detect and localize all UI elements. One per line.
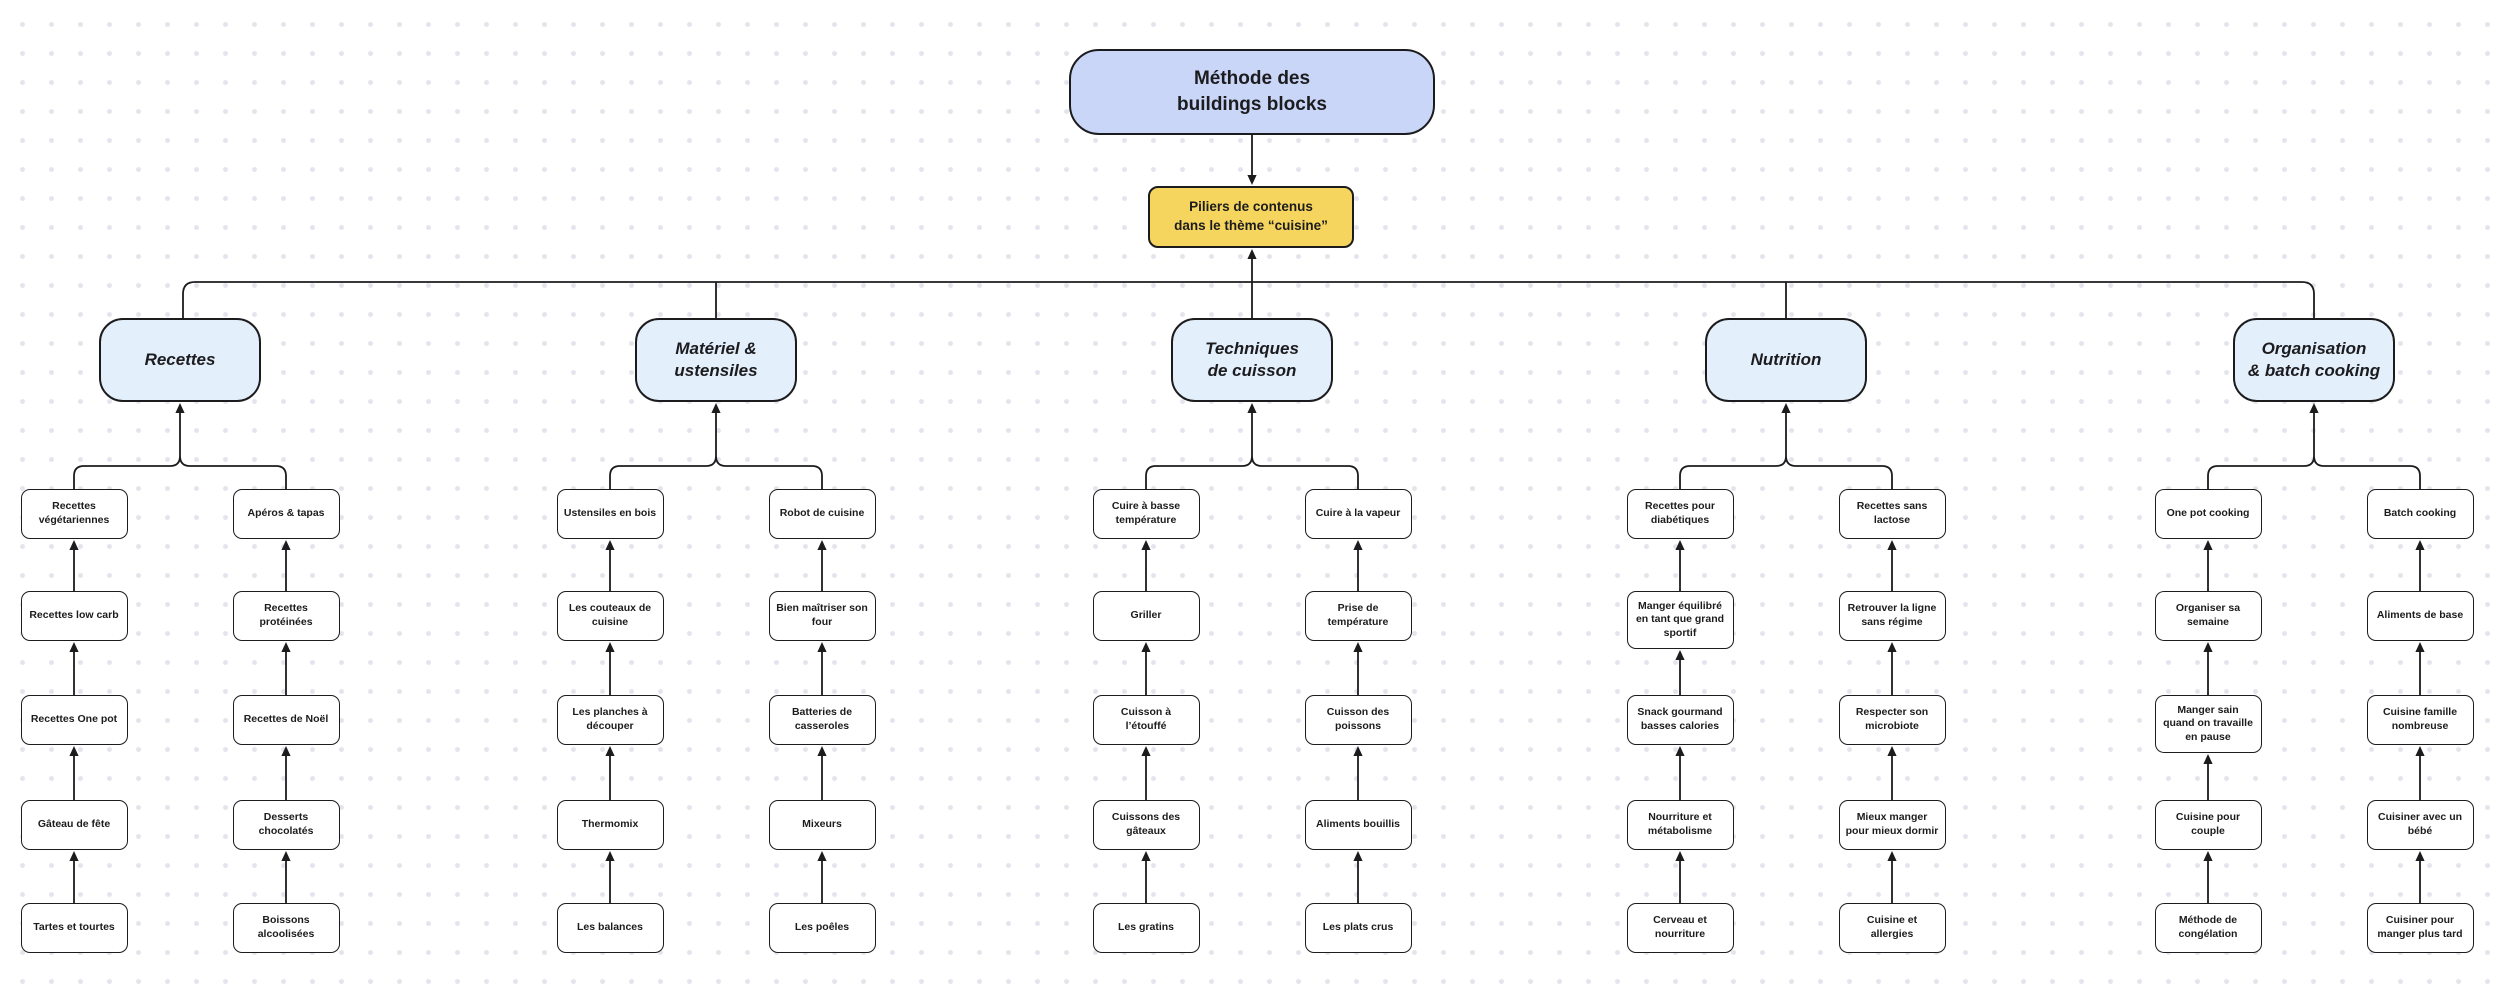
leaf-node-techniques-cuisson-1-1[interactable]: Prise de température	[1304, 591, 1412, 641]
leaf-node-recettes-0-1[interactable]: Recettes low carb	[20, 591, 128, 641]
leaf-node-materiel-ustensiles-1-3[interactable]: Mixeurs	[768, 800, 876, 850]
branch-node-nutrition[interactable]: Nutrition	[1705, 318, 1867, 402]
leaf-node-nutrition-1-3[interactable]: Mieux manger pour mieux dormir	[1838, 800, 1946, 850]
leaf-node-nutrition-0-1[interactable]: Manger équilibré en tant que grand sport…	[1626, 591, 1734, 649]
leaf-node-nutrition-0-0[interactable]: Recettes pour diabétiques	[1626, 489, 1734, 539]
leaf-node-materiel-ustensiles-0-2[interactable]: Les planches à découper	[556, 695, 664, 745]
leaf-node-organisation-batch-cooking-0-3[interactable]: Cuisine pour couple	[2154, 800, 2262, 850]
leaf-node-techniques-cuisson-1-4[interactable]: Les plats crus	[1304, 903, 1412, 953]
leaf-node-materiel-ustensiles-1-1[interactable]: Bien maîtriser son four	[768, 591, 876, 641]
leaf-node-recettes-0-2[interactable]: Recettes One pot	[20, 695, 128, 745]
branch-node-recettes[interactable]: Recettes	[99, 318, 261, 402]
leaf-node-organisation-batch-cooking-1-4[interactable]: Cuisiner pour manger plus tard	[2366, 903, 2474, 953]
leaf-node-nutrition-0-4[interactable]: Cerveau et nourriture	[1626, 903, 1734, 953]
leaf-node-materiel-ustensiles-1-2[interactable]: Batteries de casseroles	[768, 695, 876, 745]
branch-node-techniques-cuisson[interactable]: Techniques de cuisson	[1171, 318, 1333, 402]
leaf-node-techniques-cuisson-1-3[interactable]: Aliments bouillis	[1304, 800, 1412, 850]
pillar-node[interactable]: Piliers de contenus dans le thème “cuisi…	[1148, 186, 1354, 248]
root-node[interactable]: Méthode des buildings blocks	[1069, 49, 1435, 135]
leaf-node-techniques-cuisson-1-0[interactable]: Cuire à la vapeur	[1304, 489, 1412, 539]
leaf-node-organisation-batch-cooking-1-1[interactable]: Aliments de base	[2366, 591, 2474, 641]
leaf-node-organisation-batch-cooking-1-0[interactable]: Batch cooking	[2366, 489, 2474, 539]
leaf-node-materiel-ustensiles-1-4[interactable]: Les poêles	[768, 903, 876, 953]
leaf-node-techniques-cuisson-0-1[interactable]: Griller	[1092, 591, 1200, 641]
leaf-node-organisation-batch-cooking-0-0[interactable]: One pot cooking	[2154, 489, 2262, 539]
leaf-node-materiel-ustensiles-0-4[interactable]: Les balances	[556, 903, 664, 953]
leaf-node-recettes-1-2[interactable]: Recettes de Noël	[232, 695, 340, 745]
leaf-node-recettes-0-3[interactable]: Gâteau de fête	[20, 800, 128, 850]
leaf-node-materiel-ustensiles-1-0[interactable]: Robot de cuisine	[768, 489, 876, 539]
leaf-node-recettes-0-0[interactable]: Recettes végétariennes	[20, 489, 128, 539]
leaf-node-nutrition-1-2[interactable]: Respecter son microbiote	[1838, 695, 1946, 745]
leaf-node-organisation-batch-cooking-0-4[interactable]: Méthode de congélation	[2154, 903, 2262, 953]
leaf-node-nutrition-1-1[interactable]: Retrouver la ligne sans régime	[1838, 591, 1946, 641]
leaf-node-techniques-cuisson-1-2[interactable]: Cuisson des poissons	[1304, 695, 1412, 745]
leaf-node-recettes-1-1[interactable]: Recettes protéinées	[232, 591, 340, 641]
leaf-node-materiel-ustensiles-0-0[interactable]: Ustensiles en bois	[556, 489, 664, 539]
branch-node-materiel-ustensiles[interactable]: Matériel & ustensiles	[635, 318, 797, 402]
leaf-node-techniques-cuisson-0-4[interactable]: Les gratins	[1092, 903, 1200, 953]
leaf-node-recettes-0-4[interactable]: Tartes et tourtes	[20, 903, 128, 953]
leaf-node-techniques-cuisson-0-3[interactable]: Cuissons des gâteaux	[1092, 800, 1200, 850]
leaf-node-materiel-ustensiles-0-1[interactable]: Les couteaux de cuisine	[556, 591, 664, 641]
leaf-node-materiel-ustensiles-0-3[interactable]: Thermomix	[556, 800, 664, 850]
leaf-node-techniques-cuisson-0-2[interactable]: Cuisson à l’étouffé	[1092, 695, 1200, 745]
leaf-node-nutrition-1-0[interactable]: Recettes sans lactose	[1838, 489, 1946, 539]
leaf-node-organisation-batch-cooking-1-3[interactable]: Cuisiner avec un bébé	[2366, 800, 2474, 850]
branch-node-organisation-batch-cooking[interactable]: Organisation & batch cooking	[2233, 318, 2395, 402]
leaf-node-nutrition-1-4[interactable]: Cuisine et allergies	[1838, 903, 1946, 953]
leaf-node-organisation-batch-cooking-0-2[interactable]: Manger sain quand on travaille en pause	[2154, 695, 2262, 753]
leaf-node-nutrition-0-3[interactable]: Nourriture et métabolisme	[1626, 800, 1734, 850]
leaf-node-techniques-cuisson-0-0[interactable]: Cuire à basse température	[1092, 489, 1200, 539]
leaf-node-recettes-1-0[interactable]: Apéros & tapas	[232, 489, 340, 539]
leaf-node-recettes-1-4[interactable]: Boissons alcoolisées	[232, 903, 340, 953]
leaf-node-organisation-batch-cooking-1-2[interactable]: Cuisine famille nombreuse	[2366, 695, 2474, 745]
leaf-node-recettes-1-3[interactable]: Desserts chocolatés	[232, 800, 340, 850]
leaf-node-nutrition-0-2[interactable]: Snack gourmand basses calories	[1626, 695, 1734, 745]
leaf-node-organisation-batch-cooking-0-1[interactable]: Organiser sa semaine	[2154, 591, 2262, 641]
